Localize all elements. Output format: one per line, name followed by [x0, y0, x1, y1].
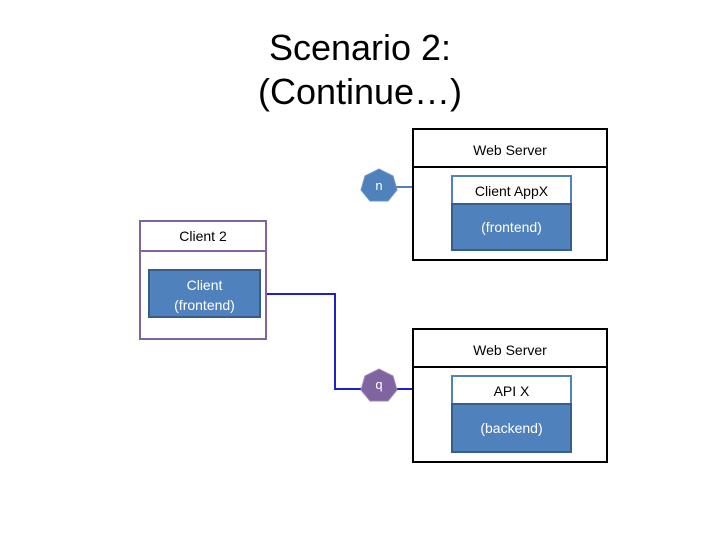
client-2-title: Client 2	[141, 222, 265, 252]
client-frontend-box: Client (frontend)	[148, 269, 261, 318]
slide-title-line-1: Scenario 2:	[268, 27, 452, 68]
web-server-bottom-title: Web Server	[414, 330, 606, 368]
web-server-top-title: Web Server	[414, 130, 606, 168]
token-q-shape	[360, 368, 398, 402]
slide-title-line-2: (Continue…)	[257, 71, 463, 112]
token-n-label: n	[375, 178, 383, 193]
token-n-shape	[360, 168, 398, 202]
client-frontend-line-1: Client	[186, 277, 223, 293]
client-appx-body: (frontend)	[451, 203, 572, 251]
api-x-header: API X	[451, 375, 572, 405]
client-appx-header: Client AppX	[451, 175, 572, 205]
api-x-body: (backend)	[451, 403, 572, 453]
client-frontend-line-2: (frontend)	[174, 297, 235, 313]
token-q-label: q	[375, 377, 383, 392]
slide-title: Scenario 2: (Continue…)	[0, 26, 720, 114]
